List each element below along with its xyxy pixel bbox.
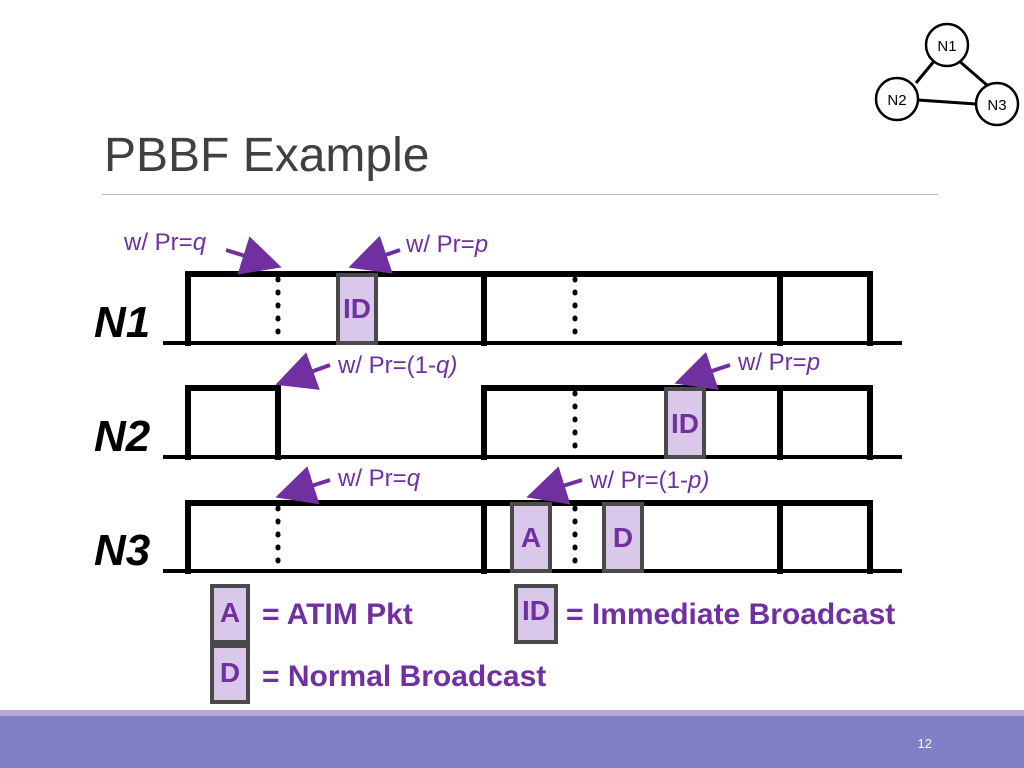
legend-normal-symbol-label: D [220,657,240,688]
topology-edge-n1-n3 [957,58,989,88]
slide-title: PBBF Example [104,129,430,182]
topology-edge-n1-n2 [914,59,937,84]
topology-label-n3: N3 [987,97,1006,114]
annotation-n3-right: w/ Pr=(1-p) [589,467,709,494]
topology-diagram: N1 N2 N3 [874,22,1020,127]
topology-node-n2 [874,76,920,122]
footer-bar: 12 [0,716,1024,768]
packet-atim-n3-label: A [521,522,541,553]
timeline-n1 [163,271,902,346]
footer-accent-strip [0,710,1024,716]
legend-id-symbol-label: ID [522,595,550,626]
legend-normal-symbol: D [210,644,250,704]
packet-atim-n3: A [510,502,552,573]
packet-id-n2: ID [664,387,706,459]
topology-edge-n2-n3 [917,98,977,106]
legend-id-symbol: ID [514,584,558,644]
row-label-n2: N2 [94,412,151,461]
packet-id-n1-label: ID [343,293,371,324]
packet-id-n1: ID [336,273,378,345]
page-number: 12 [917,736,932,751]
topology-label-n2: N2 [887,92,906,109]
topology-node-n1 [924,22,970,68]
topology-node-n3 [974,81,1020,127]
arrow-n2-right [674,351,731,390]
packet-data-n3-label: D [613,522,633,553]
arrow-n3-left [275,466,331,505]
packet-data-n3: D [602,502,644,573]
legend-atim-text: = ATIM Pkt [262,598,413,631]
legend-atim-symbol-label: A [220,597,240,628]
topology-label-n1: N1 [937,38,956,55]
legend-atim-symbol: A [210,584,250,644]
title-divider [102,194,938,195]
annotation-n1-right: w/ Pr=p [405,231,488,258]
row-label-n3: N3 [94,526,150,575]
legend-normal-text: = Normal Broadcast [262,660,546,693]
timeline-n2 [163,385,902,460]
annotation-n3-left: w/ Pr=q [337,465,421,492]
annotation-n2-left: w/ Pr=(1-q) [337,352,457,379]
arrow-n3-right [526,466,583,505]
packet-id-n2-label: ID [671,408,699,439]
annotation-n2-right: w/ Pr=p [737,349,820,376]
arrow-n1-left [225,236,282,275]
arrow-n2-left [275,352,331,390]
annotation-n1-left: w/ Pr=q [123,229,207,256]
arrow-n1-right [348,235,401,274]
row-label-n1: N1 [94,298,150,347]
legend: A = ATIM Pkt ID = Immediate Broadcast D … [210,584,895,704]
legend-id-text: = Immediate Broadcast [566,598,895,631]
